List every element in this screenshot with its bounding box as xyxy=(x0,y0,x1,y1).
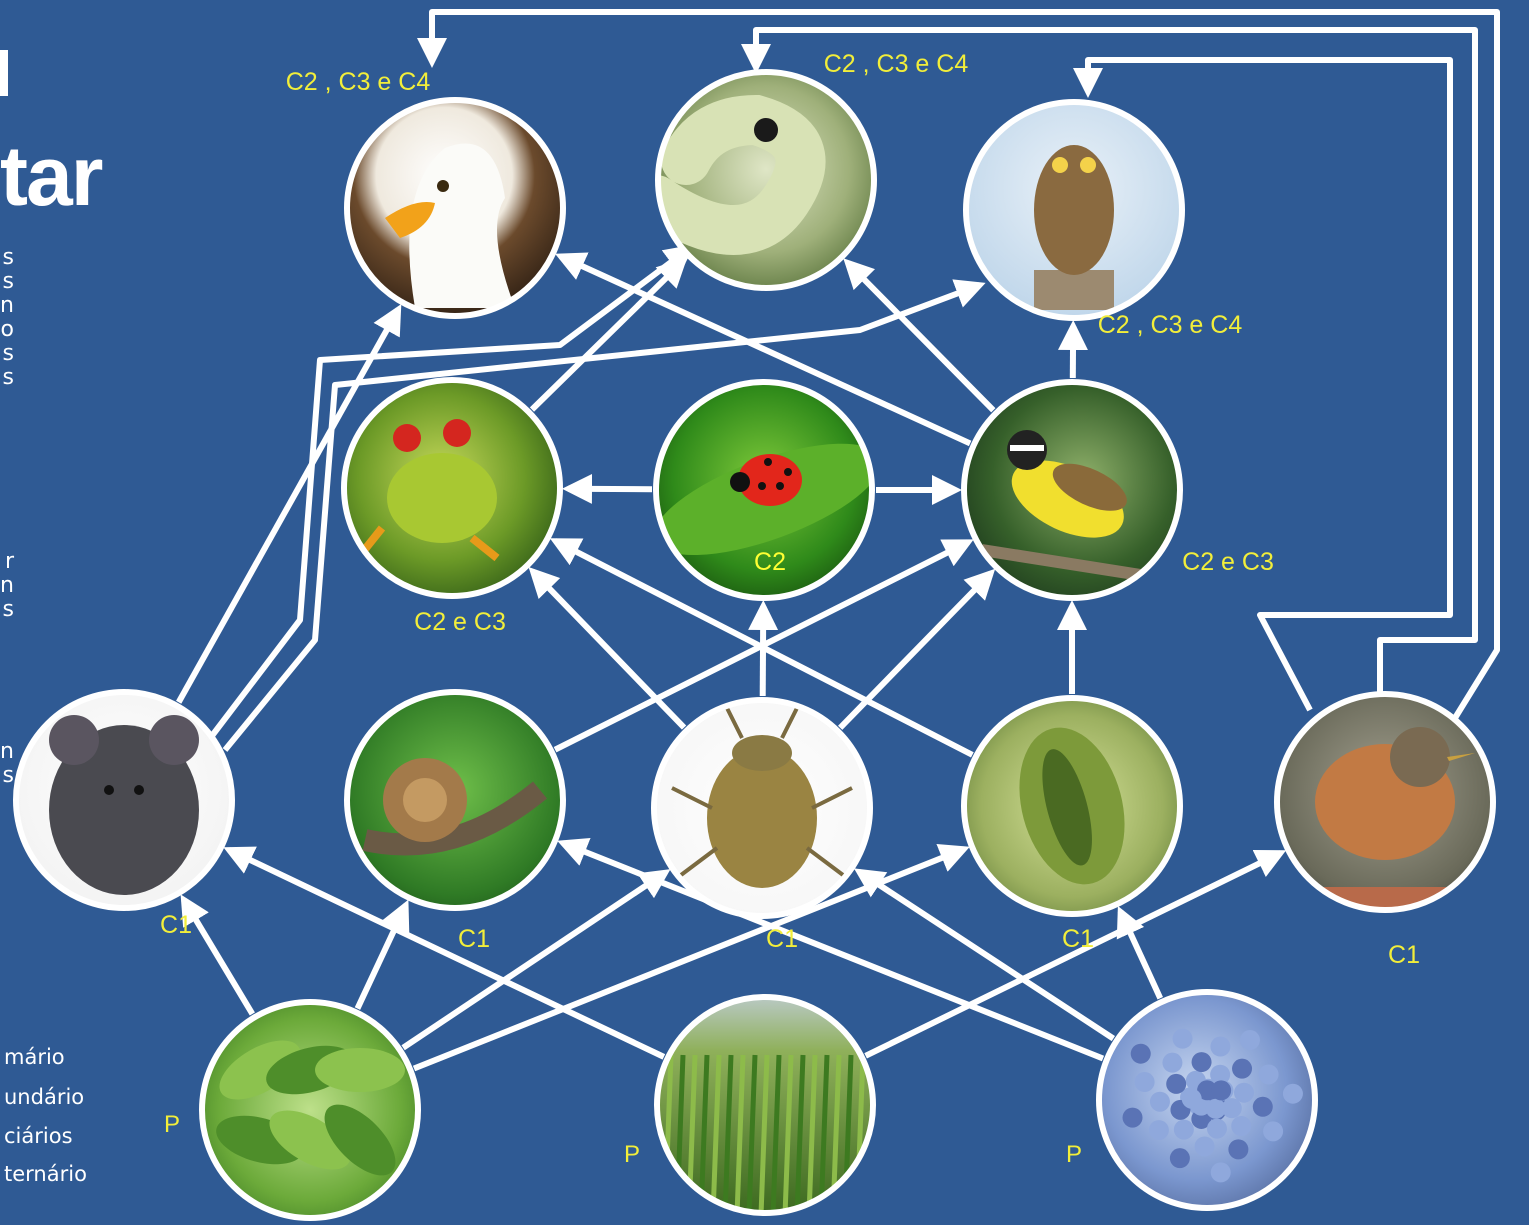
node-leaves xyxy=(202,1002,418,1218)
node-stinkbug xyxy=(654,698,870,916)
node-kiskadee xyxy=(964,382,1180,598)
node-eagle xyxy=(347,100,563,316)
node-label-stinkbug: C1 xyxy=(766,925,798,953)
node-caterpillar xyxy=(964,698,1180,914)
edge-stinkbug-to-ladybug xyxy=(763,606,764,696)
node-thrush xyxy=(1275,694,1495,917)
node-label-caterpillar: C1 xyxy=(1062,925,1094,953)
edge-ladybug-to-frog xyxy=(568,489,652,490)
node-snail xyxy=(347,692,563,908)
node-grass xyxy=(657,997,875,1215)
node-label-eagle: C2 , C3 e C4 xyxy=(286,68,431,96)
node-label-mouse: C1 xyxy=(160,911,192,939)
edge-leaves-to-mouse xyxy=(184,899,253,1013)
node-label-snake: C2 , C3 e C4 xyxy=(824,50,969,78)
edge-frog-to-snake xyxy=(532,261,683,409)
node-label-thrush: C1 xyxy=(1388,941,1420,969)
node-label-owl: C2 , C3 e C4 xyxy=(1098,311,1243,339)
node-hydrangea xyxy=(1099,992,1315,1208)
node-label-grass: P xyxy=(624,1141,640,1168)
edge-kiskadee-to-snake xyxy=(847,263,993,411)
node-label-kiskadee: C2 e C3 xyxy=(1182,548,1274,576)
node-label-frog: C2 e C3 xyxy=(414,608,506,636)
node-snake xyxy=(656,72,874,288)
node-mouse xyxy=(16,692,232,908)
node-frog xyxy=(344,380,560,596)
node-owl xyxy=(966,102,1182,318)
node-label-snail: C1 xyxy=(458,925,490,953)
node-label-hydrangea: P xyxy=(1066,1141,1082,1168)
node-label-ladybug: C2 xyxy=(754,548,786,576)
node-label-leaves: P xyxy=(164,1111,180,1138)
